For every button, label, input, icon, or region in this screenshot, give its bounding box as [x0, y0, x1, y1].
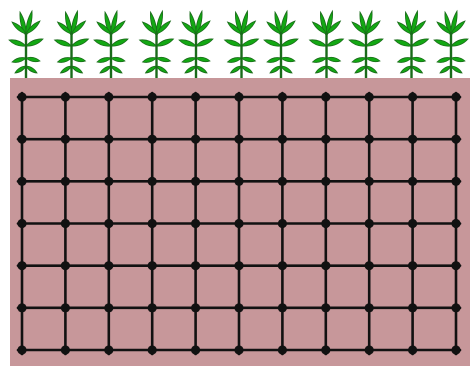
grid-node [321, 303, 330, 312]
grid-node [365, 345, 374, 354]
grid-node [321, 261, 330, 270]
grid-node [17, 177, 26, 186]
grid-node [408, 135, 417, 144]
grid-node [61, 177, 70, 186]
grid-node [17, 303, 26, 312]
grid-node [408, 219, 417, 228]
grid-node [191, 92, 200, 101]
grid-node [17, 345, 26, 354]
grid-node [104, 135, 113, 144]
grid-node [278, 261, 287, 270]
grid-node [278, 92, 287, 101]
grid-node [365, 219, 374, 228]
grid-node [191, 177, 200, 186]
grid-node [278, 303, 287, 312]
grid-node [365, 303, 374, 312]
grid-node [104, 177, 113, 186]
grid-node [104, 303, 113, 312]
grid-node [451, 219, 460, 228]
grid-node [451, 345, 460, 354]
grid-node [148, 177, 157, 186]
grid-node [408, 345, 417, 354]
grid-node [321, 345, 330, 354]
grid-node [234, 177, 243, 186]
grid-node [408, 92, 417, 101]
grid-node [278, 135, 287, 144]
grid-node [278, 177, 287, 186]
grid-node [148, 219, 157, 228]
grid-node [365, 135, 374, 144]
grid-node [61, 92, 70, 101]
grid-node [191, 303, 200, 312]
grid-node [451, 135, 460, 144]
grid-node [17, 261, 26, 270]
grid-node [278, 219, 287, 228]
grid-node [148, 92, 157, 101]
grid-node [148, 303, 157, 312]
grid-node [451, 177, 460, 186]
grid-node [17, 219, 26, 228]
grid-node [148, 261, 157, 270]
grid-node [17, 135, 26, 144]
grid-node [104, 345, 113, 354]
grid-node [234, 219, 243, 228]
grid-node [104, 219, 113, 228]
grid-node [365, 177, 374, 186]
grid-node [234, 92, 243, 101]
grid-node [191, 345, 200, 354]
grid-node [451, 261, 460, 270]
grid-node [148, 345, 157, 354]
grid-node [61, 303, 70, 312]
grid-node [191, 135, 200, 144]
grid-node [451, 92, 460, 101]
grid-node [321, 92, 330, 101]
grid-node [365, 261, 374, 270]
grid-node [61, 219, 70, 228]
grid-node [17, 92, 26, 101]
grid-node [321, 135, 330, 144]
grid-node [191, 261, 200, 270]
grid-node [61, 261, 70, 270]
grid-node [451, 303, 460, 312]
grid-node [234, 261, 243, 270]
grid-node [321, 177, 330, 186]
grid-node [104, 92, 113, 101]
grid-node [61, 135, 70, 144]
grid-node [408, 303, 417, 312]
grid-node [234, 345, 243, 354]
grid-node [278, 345, 287, 354]
grid-node [148, 135, 157, 144]
grid-node [104, 261, 113, 270]
grid-node [234, 303, 243, 312]
grid-node [365, 92, 374, 101]
grid-node [408, 177, 417, 186]
grid-node [321, 219, 330, 228]
grid-node [61, 345, 70, 354]
grid-node [408, 261, 417, 270]
grid-node [191, 219, 200, 228]
grid-node [234, 135, 243, 144]
